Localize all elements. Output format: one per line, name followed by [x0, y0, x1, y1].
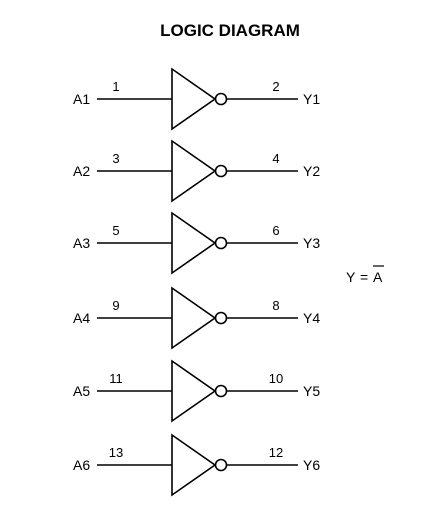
inverter-triangle: [171, 359, 217, 423]
input-label: A2: [73, 163, 90, 179]
input-pin-number: 13: [109, 445, 123, 460]
inversion-bubble: [214, 164, 228, 178]
inversion-bubble: [214, 92, 228, 106]
inverter-triangle: [171, 139, 217, 203]
inversion-bubble: [214, 458, 228, 472]
output-pin-number: 10: [269, 371, 283, 386]
output-label: Y1: [303, 91, 320, 107]
inverter-3: A3 5 6Y3: [73, 211, 320, 275]
output-label: Y6: [303, 457, 320, 473]
diagram-title: LOGIC DIAGRAM: [160, 21, 300, 40]
equation-rhs: A: [373, 269, 383, 285]
inverter-triangle: [171, 67, 217, 131]
input-label: A3: [73, 235, 90, 251]
output-label: Y4: [303, 310, 320, 326]
output-pin-number: 2: [272, 79, 279, 94]
input-label: A4: [73, 310, 90, 326]
output-label: Y5: [303, 383, 320, 399]
inverter-triangle: [171, 211, 217, 275]
inverter-triangle: [171, 433, 217, 497]
inversion-bubble: [214, 311, 228, 325]
inverter-1: A1 1 2Y1: [73, 67, 320, 131]
output-pin-number: 6: [272, 223, 279, 238]
input-pin-number: 9: [112, 298, 119, 313]
output-label: Y3: [303, 235, 320, 251]
equation: Y = A: [346, 265, 384, 285]
input-label: A1: [73, 91, 90, 107]
input-pin-number: 1: [112, 79, 119, 94]
input-pin-number: 11: [109, 371, 123, 386]
inverter-2: A2 3 4Y2: [73, 139, 320, 203]
input-label: A5: [73, 383, 90, 399]
output-pin-number: 4: [272, 151, 279, 166]
equation-op: =: [360, 269, 368, 285]
input-pin-number: 3: [112, 151, 119, 166]
inverter-4: A4 9 8Y4: [73, 286, 320, 350]
inversion-bubble: [214, 384, 228, 398]
output-label: Y2: [303, 163, 320, 179]
input-label: A6: [73, 457, 90, 473]
output-pin-number: 12: [269, 445, 283, 460]
inverter-triangle: [171, 286, 217, 350]
equation-lhs: Y: [346, 269, 356, 285]
inversion-bubble: [214, 236, 228, 250]
output-pin-number: 8: [272, 298, 279, 313]
input-pin-number: 5: [112, 223, 119, 238]
